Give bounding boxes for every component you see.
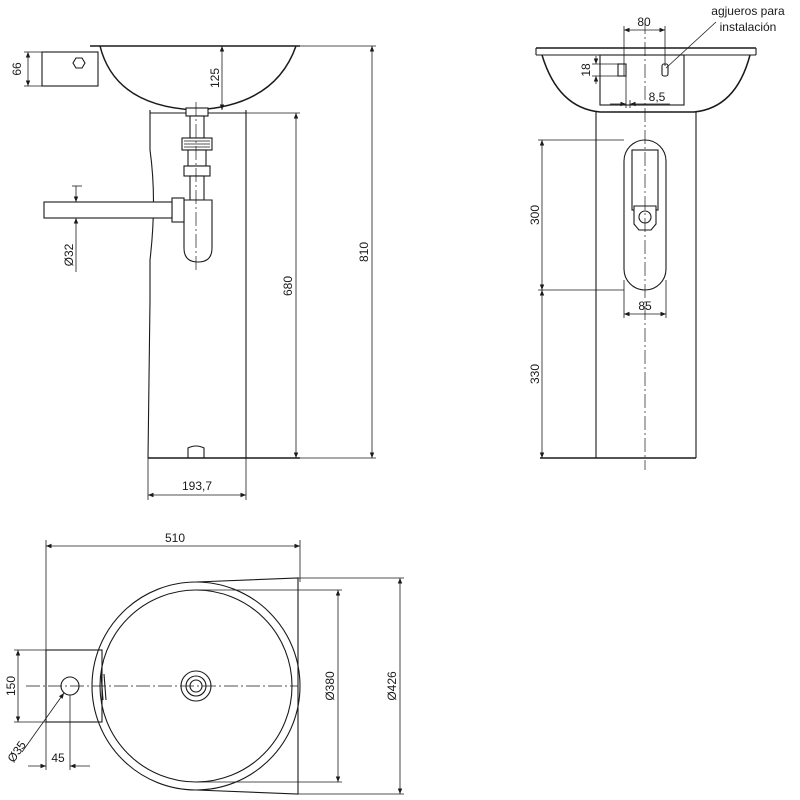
dim-pedestal-width: 193,7 — [182, 479, 212, 493]
front-view: 80 18 8,5 agjueros para instalación 300 … — [528, 4, 785, 470]
dim-mount-height: 66 — [10, 62, 24, 76]
floor-fixing-lug — [187, 445, 205, 458]
dim-pipe-diameter: Ø35 — [4, 738, 29, 765]
dim-total-height: 810 — [357, 242, 371, 262]
top-view: 510 150 Ø35 45 Ø380 Ø426 — [4, 531, 404, 795]
dim-slot-base: 330 — [528, 364, 542, 384]
trap-riser — [189, 175, 205, 201]
mounting-plate — [599, 54, 685, 106]
drain-flange — [185, 107, 209, 117]
note-leader — [665, 21, 717, 69]
dim-trap-diameter: Ø32 — [62, 243, 76, 266]
dim-overall-width: 510 — [165, 531, 185, 545]
dim-bracket-depth: 150 — [4, 676, 18, 696]
dim-inner-diameter: Ø380 — [323, 671, 337, 701]
wall-bracket — [41, 51, 99, 87]
note-line-1: agjueros para — [711, 4, 785, 18]
bowl-outline — [99, 45, 297, 111]
trap-outlet-nut — [171, 197, 185, 223]
dim-hole-height: 18 — [579, 63, 593, 77]
waste-pipe — [43, 201, 173, 219]
dim-slot-width: 85 — [638, 299, 652, 313]
dim-hole-offset: 8,5 — [649, 90, 666, 104]
trap-tailpiece — [187, 149, 207, 167]
dim-pedestal-height: 680 — [281, 276, 295, 296]
mounting-hole-left — [617, 63, 627, 77]
trap-bottle — [183, 199, 213, 263]
dim-slot-height: 300 — [528, 205, 542, 225]
overflow-slot — [100, 673, 104, 701]
note-line-2: instalación — [720, 20, 777, 34]
hex-nut-icon — [72, 57, 86, 69]
side-view: 66 125 Ø32 680 810 193,7 — [10, 45, 376, 500]
dim-pipe-offset: 45 — [51, 751, 65, 765]
dim-bowl-depth: 125 — [208, 68, 222, 88]
pedestal-front-edge — [147, 110, 155, 459]
front-bowl-outline — [541, 54, 751, 113]
drain-body — [189, 115, 205, 139]
dim-hole-spacing: 80 — [637, 15, 651, 29]
dim-outer-diameter: Ø426 — [385, 671, 399, 701]
trap-nut — [183, 165, 211, 177]
